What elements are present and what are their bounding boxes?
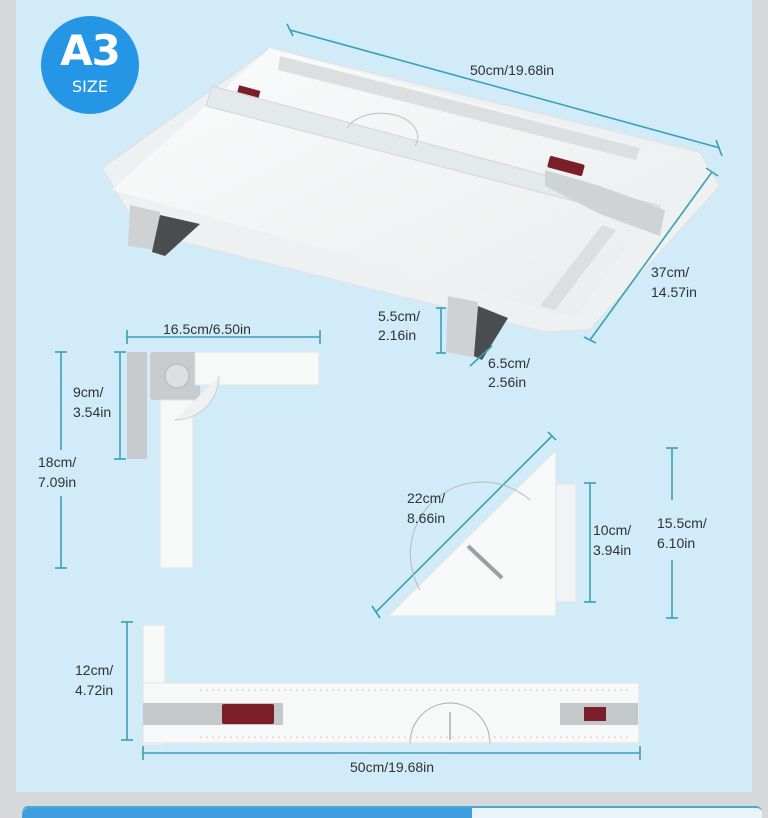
dimension-lines bbox=[55, 23, 723, 760]
board-width-label: 50cm/19.68in bbox=[470, 62, 555, 78]
tsquare-width-label: 50cm/19.68in bbox=[350, 759, 435, 775]
tsquare-height-in: 4.72in bbox=[75, 682, 114, 698]
leg-depth-cm: 6.5cm/ bbox=[488, 355, 531, 371]
adjustable-square bbox=[127, 351, 320, 569]
size-badge: A3 SIZE bbox=[41, 16, 139, 114]
square-width-label: 16.5cm/6.50in bbox=[163, 321, 251, 337]
triangle-hyp-in: 8.66in bbox=[407, 510, 446, 526]
bottom-progress-bar bbox=[22, 806, 762, 818]
leg-height-in: 2.16in bbox=[378, 327, 417, 343]
triangle-hyp-cm: 22cm/ bbox=[407, 490, 446, 506]
triangle-height-in: 6.10in bbox=[657, 535, 696, 551]
tsquare-height-cm: 12cm/ bbox=[75, 662, 114, 678]
leg-depth-in: 2.56in bbox=[488, 374, 527, 390]
triangle-side-in: 3.94in bbox=[593, 542, 632, 558]
board-depth-in: 14.57in bbox=[651, 284, 697, 300]
badge-size-text: A3 bbox=[60, 26, 121, 75]
badge-caption: SIZE bbox=[72, 77, 108, 96]
progress-fill bbox=[22, 808, 472, 818]
leg-height-cm: 5.5cm/ bbox=[378, 308, 421, 324]
triangle-side-cm: 10cm/ bbox=[593, 522, 632, 538]
square-long-cm: 18cm/ bbox=[38, 454, 77, 470]
set-square-triangle bbox=[386, 448, 577, 617]
square-short-in: 3.54in bbox=[73, 404, 112, 420]
square-short-cm: 9cm/ bbox=[73, 384, 104, 400]
square-long-in: 7.09in bbox=[38, 474, 77, 490]
triangle-height-cm: 15.5cm/ bbox=[657, 515, 707, 531]
board-depth-cm: 37cm/ bbox=[651, 264, 690, 280]
t-square-ruler bbox=[142, 624, 640, 746]
drawing-board bbox=[101, 47, 721, 360]
